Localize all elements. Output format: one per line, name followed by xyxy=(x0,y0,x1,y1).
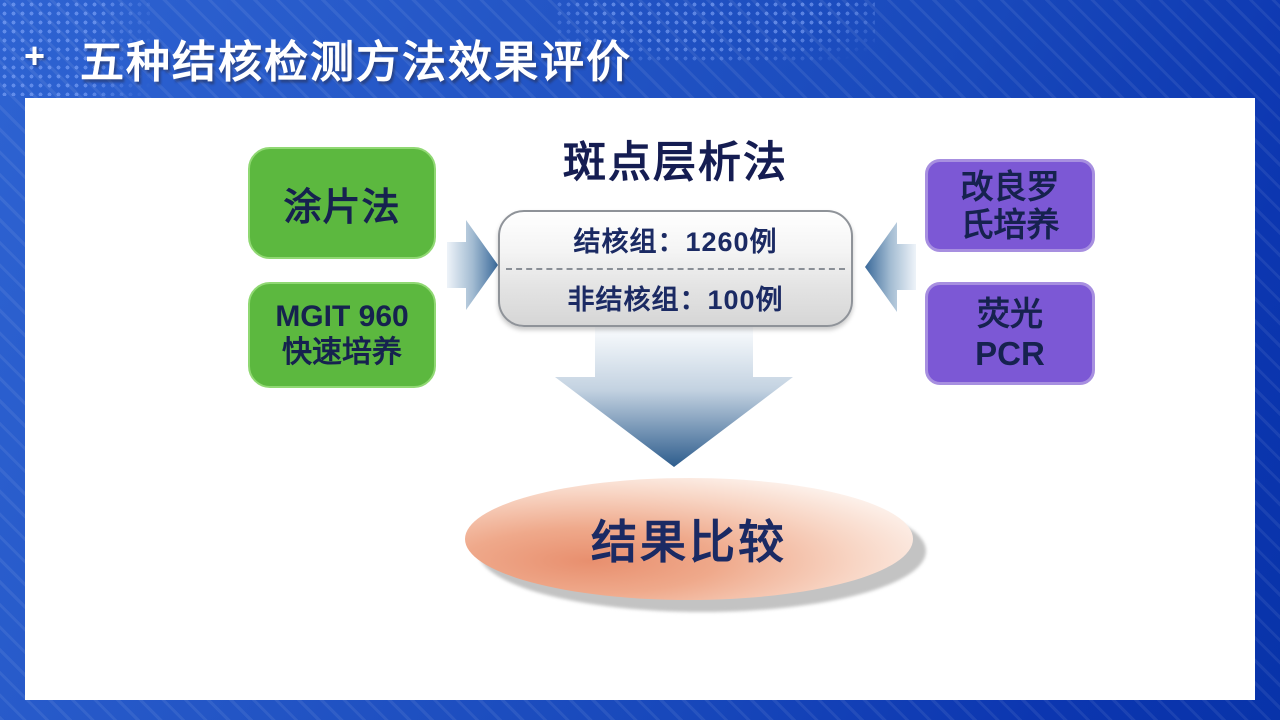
method-box-roche-culture-label: 改良罗 氏培养 xyxy=(960,167,1060,243)
group-divider xyxy=(506,267,845,270)
background-dots-pattern xyxy=(555,0,875,62)
method-box-smear-label: 涂片法 xyxy=(283,186,401,229)
arrow-from-left-methods-icon xyxy=(447,220,498,310)
slide-header: + 五种结核检测方法效果评价 xyxy=(0,0,1280,98)
result-ellipse: 结果比较 xyxy=(465,478,913,600)
non-tb-group-row: 非结核组：100例 xyxy=(567,284,784,315)
tb-group-row: 结核组：1260例 xyxy=(573,227,778,258)
background-dots-pattern xyxy=(0,0,150,96)
arrow-from-right-methods-icon xyxy=(865,222,916,312)
method-box-roche-culture: 改良罗 氏培养 xyxy=(925,159,1095,252)
result-label: 结果比较 xyxy=(591,517,787,568)
arrow-down-to-result-icon xyxy=(555,327,793,467)
arrow-layer xyxy=(447,220,916,467)
sample-groups-box: 结核组：1260例 非结核组：100例 xyxy=(498,210,853,327)
content-panel: 涂片法 MGIT 960 快速培养 斑点层析法 结核组：1260例 非结核组：1… xyxy=(25,98,1255,700)
method-box-mgit960: MGIT 960 快速培养 xyxy=(248,282,436,388)
method-box-fluorescent-pcr: 荧光 PCR xyxy=(925,282,1095,385)
method-box-mgit960-label: MGIT 960 快速培养 xyxy=(275,300,409,369)
center-method-title: 斑点层析法 xyxy=(563,140,788,187)
page-title: 五种结核检测方法效果评价 xyxy=(80,38,632,87)
plus-bullet-icon: + xyxy=(24,35,46,76)
method-box-fluorescent-pcr-label: 荧光 PCR xyxy=(975,294,1045,372)
method-box-smear: 涂片法 xyxy=(248,147,436,259)
